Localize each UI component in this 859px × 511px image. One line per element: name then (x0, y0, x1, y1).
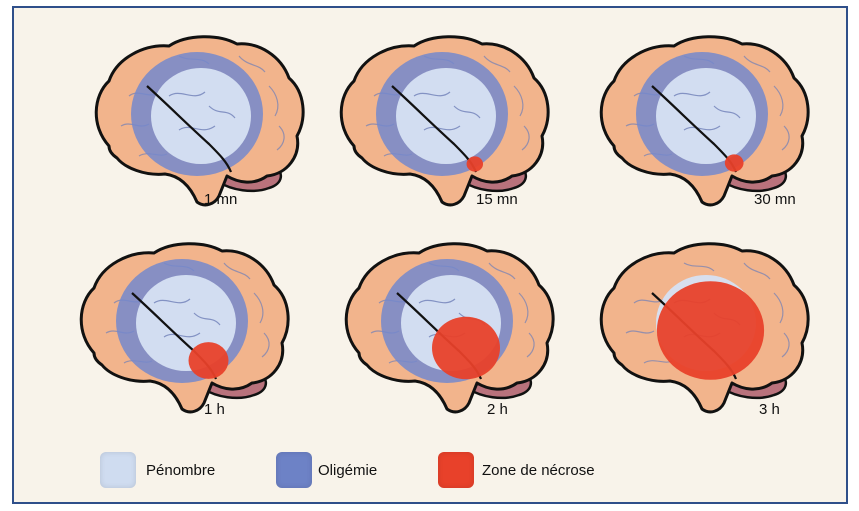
penumbra-swatch (100, 452, 136, 488)
necrosis-zone (189, 342, 229, 379)
time-label: 2 h (487, 401, 508, 418)
brain-panel: 30 mn (574, 26, 844, 231)
penumbra-zone (656, 68, 756, 164)
legend-item-penumbra: Pénombre (94, 448, 244, 494)
necrosis-zone (432, 317, 500, 380)
legend-label: Oligémie (318, 462, 377, 479)
brain-illustration (54, 233, 324, 438)
time-label: 1 h (204, 401, 225, 418)
penumbra-zone (396, 68, 496, 164)
brain-illustration (319, 233, 589, 438)
brain-panel: 2 h (319, 233, 589, 438)
legend-item-oligemia: Oligémie (270, 448, 410, 494)
brain-group (601, 37, 808, 205)
brain-illustration (314, 26, 584, 231)
legend-item-necrosis: Zone de nécrose (432, 448, 652, 494)
brain-panel: 15 mn (314, 26, 584, 231)
brain-panel: 1 mn (69, 26, 339, 231)
legend-label: Pénombre (146, 462, 215, 479)
legend: Pénombre Oligémie Zone de nécrose (94, 448, 654, 498)
penumbra-zone (151, 68, 251, 164)
brain-group (346, 244, 553, 412)
brain-illustration (574, 233, 844, 438)
brain-group (341, 37, 548, 205)
time-label: 3 h (759, 401, 780, 418)
brain-group (96, 37, 303, 205)
figure-frame: 1 mn 15 mn 30 mn 1 h 2 h 3 h Pénombre Ol… (12, 6, 848, 504)
necrosis-zone (467, 156, 483, 171)
brain-panel: 1 h (54, 233, 324, 438)
oligemia-swatch (276, 452, 312, 488)
brain-group (601, 244, 808, 412)
necrosis-swatch (438, 452, 474, 488)
legend-label: Zone de nécrose (482, 462, 595, 479)
brain-illustration (574, 26, 844, 231)
time-label: 15 mn (476, 191, 518, 208)
necrosis-zone (657, 281, 764, 380)
brain-panel: 3 h (574, 233, 844, 438)
brain-group (81, 244, 288, 412)
time-label: 30 mn (754, 191, 796, 208)
time-label: 1 mn (204, 191, 237, 208)
necrosis-zone (725, 154, 744, 171)
